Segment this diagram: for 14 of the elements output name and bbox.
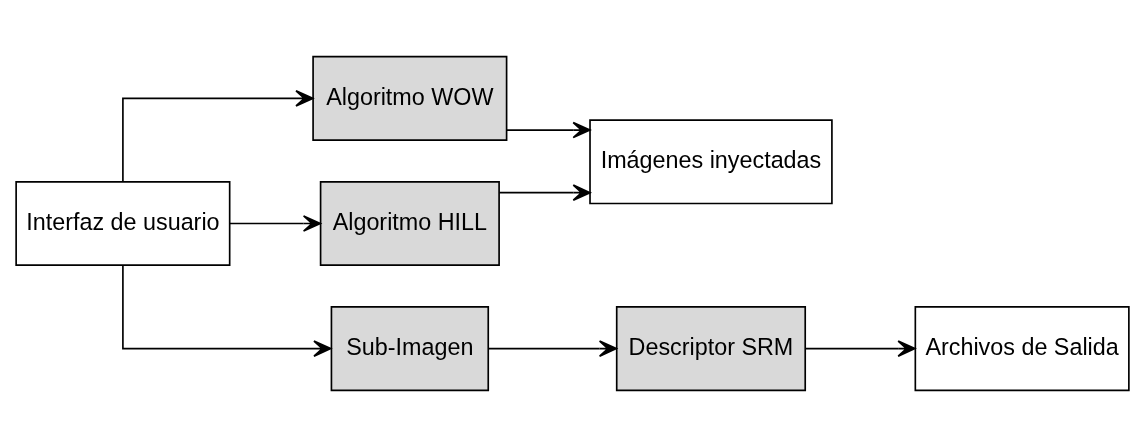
node-box: Interfaz de usuario — [15, 180, 231, 267]
arrow — [122, 90, 314, 182]
arrow — [804, 340, 916, 357]
node-box: Algoritmo HILL — [319, 180, 500, 267]
node-box: Imágenes inyectadas — [589, 119, 833, 205]
node-box: Descriptor SRM — [615, 306, 807, 392]
arrow — [488, 340, 618, 357]
node-box: Algoritmo WOW — [312, 55, 508, 141]
arrow — [228, 215, 322, 232]
arrow — [122, 265, 332, 357]
arrow — [498, 184, 591, 201]
node-box: Archivos de Salida — [914, 306, 1130, 392]
node-box: Sub-Imagen — [330, 306, 490, 392]
arrow — [505, 121, 591, 139]
